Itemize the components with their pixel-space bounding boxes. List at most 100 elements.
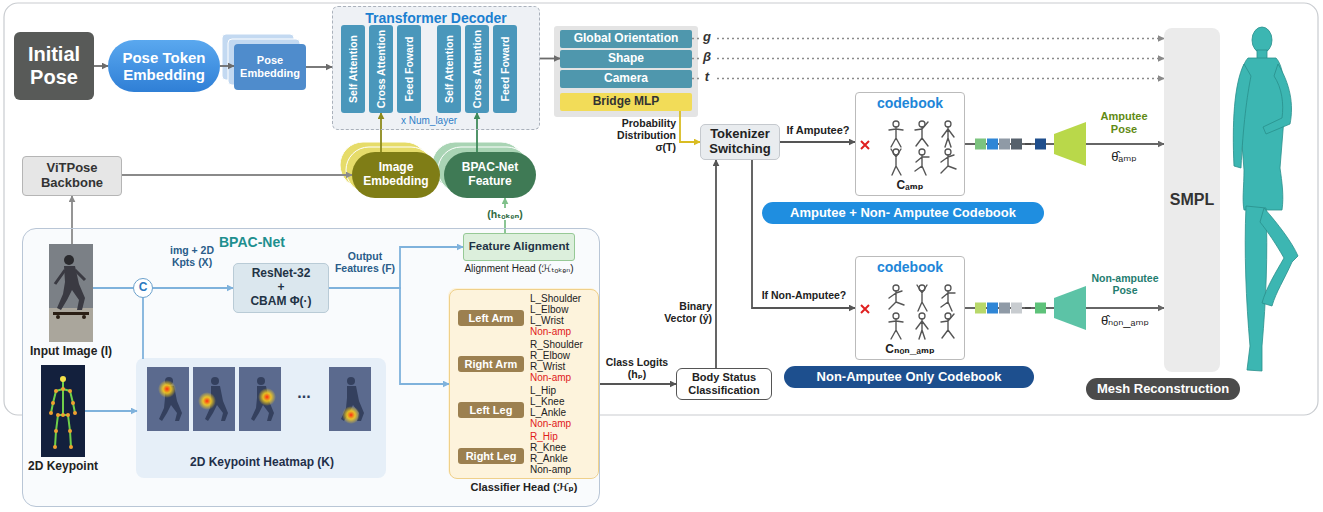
joint xyxy=(54,429,58,433)
connector xyxy=(476,113,478,152)
pose-icon-head xyxy=(919,313,925,319)
person-head xyxy=(257,377,265,385)
connector xyxy=(94,65,108,67)
pose-icon xyxy=(916,319,928,339)
joint-label: R_Hip xyxy=(530,431,596,442)
edge-label: (hₜₒₖₑₙ) xyxy=(480,208,530,220)
mesh-leg xyxy=(1245,206,1267,371)
connector xyxy=(153,287,233,289)
panel-fill xyxy=(22,228,600,507)
joint-label: R_Wrist xyxy=(530,361,596,372)
token xyxy=(999,139,1010,150)
limb-tag: Right Leg xyxy=(458,448,524,464)
node-text: Feed Foward xyxy=(403,37,415,102)
photo-ground xyxy=(49,308,93,342)
pose-icon-head xyxy=(893,285,899,291)
node-text: SMPL xyxy=(1170,191,1214,209)
smpl-box: SMPL xyxy=(1164,28,1220,372)
annotation: Non-amputee Pose xyxy=(1088,272,1162,296)
connector xyxy=(752,160,855,308)
classification-box: Body Status Classification xyxy=(676,368,772,400)
heat-blob xyxy=(258,388,276,406)
backbone-box: ViTPose Backbone xyxy=(22,156,122,196)
edge-label: β xyxy=(699,50,715,65)
photo-arms xyxy=(55,270,85,284)
node-text: Self Attention xyxy=(443,35,455,103)
mesh-figure xyxy=(1233,27,1298,371)
node-text: codebook xyxy=(877,259,943,275)
joint-label: R_Knee xyxy=(530,442,596,453)
node-text: Self Attention xyxy=(347,35,359,103)
panel-fill xyxy=(332,6,540,130)
heatmap-panel: 2D Keypoint Heatmap (K) xyxy=(137,359,387,479)
decoder-group: Transformer Decoderx Num_layerSelf Atten… xyxy=(332,6,540,130)
node-text: Pose Embedding xyxy=(236,54,304,79)
input-image: Input Image (I) xyxy=(49,244,93,342)
heat-blob xyxy=(342,406,360,424)
heatmap-frame xyxy=(239,367,281,431)
joint-label: R_Shoulder xyxy=(530,339,596,350)
skeleton xyxy=(51,379,75,447)
joint xyxy=(68,429,72,433)
mesh-arm xyxy=(1263,64,1292,134)
token-gap xyxy=(1025,307,1031,309)
output-head: Shape xyxy=(560,50,692,68)
alignment-head: Feature AlignmentAlignment Head (ℋₜₒₖₑₙ) xyxy=(463,233,575,261)
connector xyxy=(220,65,234,67)
token xyxy=(999,303,1010,314)
edge-label: Binary Vector (ŷ) xyxy=(662,300,712,324)
reject-mark xyxy=(861,305,869,313)
joint xyxy=(68,389,72,393)
edge-label: If Non-Amputee? xyxy=(756,289,852,301)
output-head: Camera xyxy=(560,70,692,88)
connector xyxy=(715,160,717,368)
classifier-panel: Classifier Head (ℋₚ)Left ArmRight ArmLef… xyxy=(449,289,599,479)
connector xyxy=(329,247,463,288)
joint xyxy=(73,411,77,415)
node-text: 2D Keypoint Heatmap (K) xyxy=(137,456,387,470)
process-pill: Pose Token Embedding xyxy=(108,40,220,92)
connector xyxy=(692,38,1164,39)
node-text: Camera xyxy=(604,72,648,86)
pose-icon-head xyxy=(893,121,899,127)
node-text: BPAC-Net xyxy=(219,234,285,250)
node-text: codebook xyxy=(877,95,943,111)
keypoint-image: 2D Keypoint xyxy=(41,365,85,457)
pose-decoder xyxy=(1054,286,1086,330)
connector xyxy=(692,58,1164,59)
token xyxy=(975,139,986,150)
edge-label: img + 2D Kpts (X) xyxy=(162,244,222,268)
joint-label: L_Knee xyxy=(530,396,596,407)
node-subtext: x Num_layer xyxy=(397,115,461,127)
node-text: Classifier Head (ℋₚ) xyxy=(471,481,578,494)
heat-blob xyxy=(158,380,176,398)
joint-label: L_Shoulder xyxy=(530,293,596,304)
token xyxy=(1011,303,1022,314)
mesh-head xyxy=(1252,27,1272,53)
limb-tag: Right Arm xyxy=(458,356,524,372)
photo-person xyxy=(57,266,85,310)
photo-head xyxy=(64,255,74,265)
node-subtext: Alignment Head (ℋₜₒₖₑₙ) xyxy=(464,263,573,275)
node-text: BPAC-Net Feature xyxy=(448,161,532,189)
pose-icon xyxy=(917,285,927,311)
person-head xyxy=(347,377,355,385)
node-text: Left Leg xyxy=(470,404,513,417)
pose-icon xyxy=(915,155,929,175)
heat-blob xyxy=(198,392,216,410)
pose-icon xyxy=(889,319,903,339)
joint xyxy=(71,401,75,405)
codebook-box: codebookCₐₘₚ xyxy=(855,92,965,196)
node-text: Left Arm xyxy=(469,312,514,325)
joint-label: R_Ankle xyxy=(530,453,596,464)
joint xyxy=(54,389,58,393)
joint-label: Non-amp xyxy=(530,418,596,429)
encoder-box: ResNet-32+CBAM Φ(·) xyxy=(233,263,329,313)
token xyxy=(1011,139,1022,150)
pose-icon xyxy=(889,291,904,309)
node-text: Non-Amputee Only Codebook xyxy=(817,370,1002,385)
node-text: Right Leg xyxy=(466,450,517,463)
node-subtext: CBAM Φ(·) xyxy=(250,295,311,309)
node-text: Global Orientation xyxy=(574,32,679,46)
joint-label: R_Elbow xyxy=(530,350,596,361)
